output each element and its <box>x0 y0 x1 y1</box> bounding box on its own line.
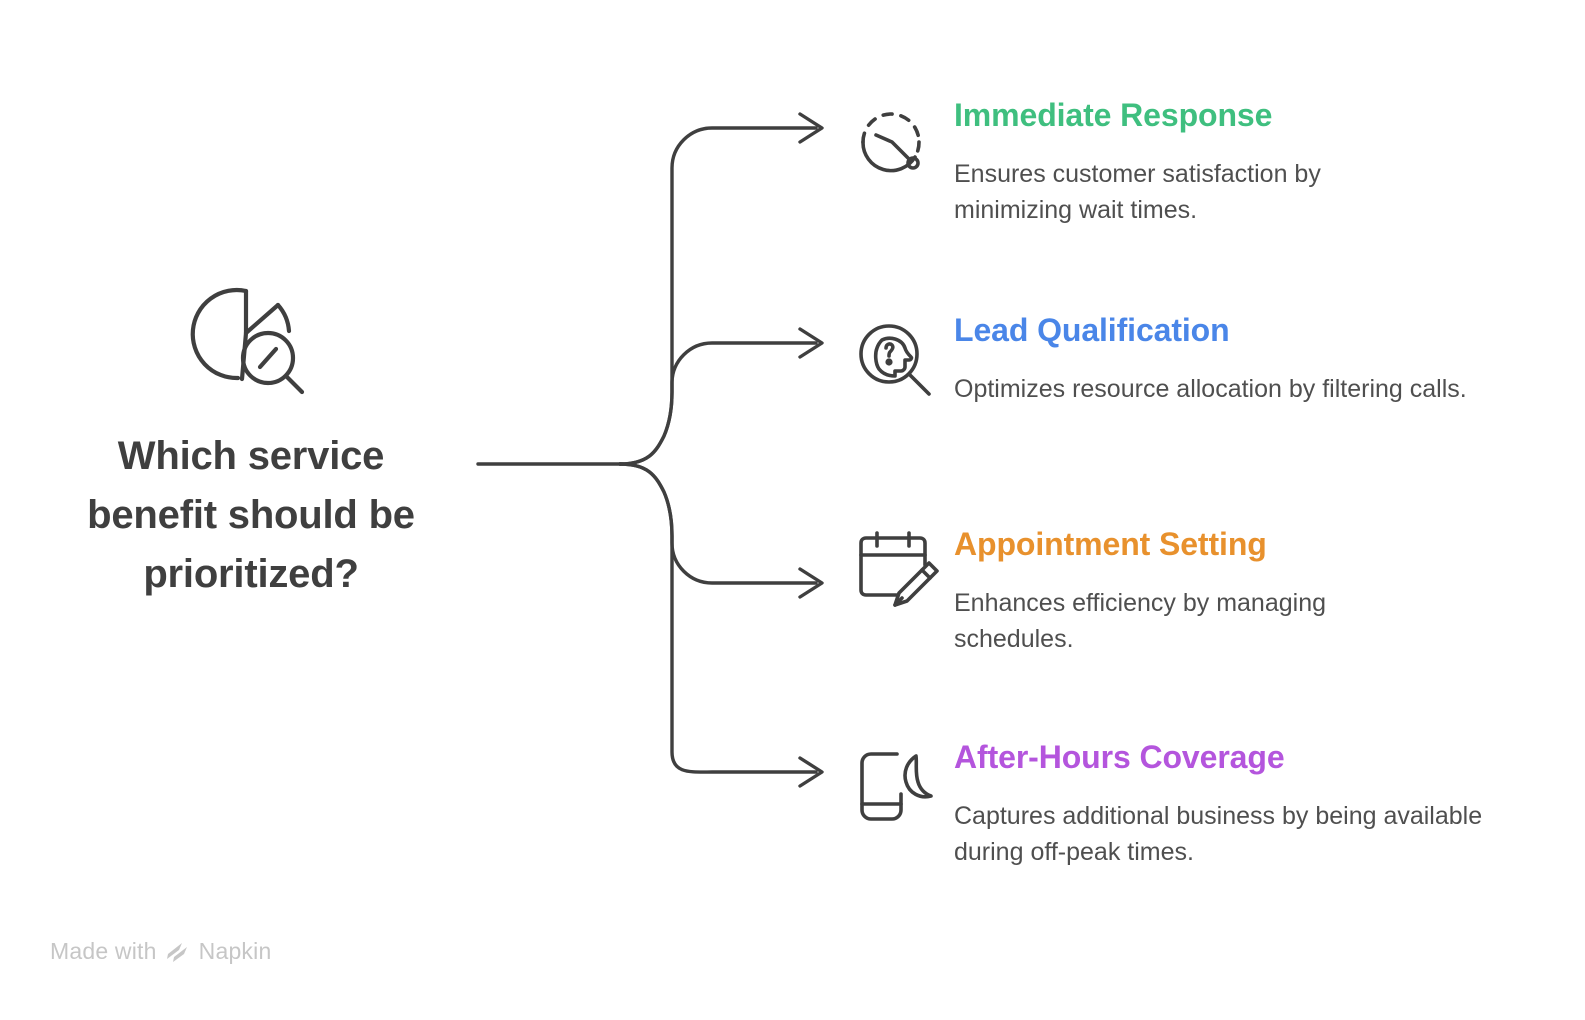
arrowhead-1 <box>798 327 824 359</box>
branch-heading: Lead Qualification <box>954 312 1230 348</box>
watermark-brand: Napkin <box>198 938 272 964</box>
phone-moon-icon <box>860 752 933 821</box>
napkin-logo-icon <box>166 942 187 962</box>
watermark-prefix: Made with <box>50 938 157 964</box>
arrowhead-2 <box>798 567 824 599</box>
arrowhead-3 <box>798 756 824 788</box>
clock-dashed-icon <box>861 112 921 173</box>
branch-text-block: Immediate Response Ensures customer sati… <box>954 96 1534 228</box>
connector-branch-1 <box>618 341 818 466</box>
connector-branch-3 <box>618 462 818 774</box>
branch-description: Optimizes resource allocation by filteri… <box>954 375 1467 403</box>
branch-heading: Appointment Setting <box>954 526 1267 562</box>
branch-description: Enhances efficiency by managing schedule… <box>954 589 1326 653</box>
pie-chart-magnifier-icon <box>190 287 305 395</box>
branch-text-block: Lead Qualification Optimizes resource al… <box>954 311 1534 407</box>
connector-branch-0 <box>618 126 818 466</box>
branch-heading: After-Hours Coverage <box>954 739 1285 775</box>
page-title: Which service benefit should be prioriti… <box>87 434 415 596</box>
calendar-pencil-icon <box>859 531 939 607</box>
branch-description: Captures additional business by being av… <box>954 802 1483 866</box>
magnifier-head-question-icon <box>859 324 931 396</box>
branch-text-block: Appointment Setting Enhances efficiency … <box>954 525 1534 657</box>
arrowhead-0 <box>798 112 824 144</box>
root-node: Which service benefit should be prioriti… <box>46 275 456 604</box>
branch-text-block: After-Hours Coverage Captures additional… <box>954 738 1534 870</box>
branch-heading: Immediate Response <box>954 97 1273 133</box>
made-with-napkin-watermark: Made with Napkin <box>50 938 271 965</box>
branch-description: Ensures customer satisfaction by minimiz… <box>954 160 1321 224</box>
connector-branch-2 <box>618 462 818 585</box>
